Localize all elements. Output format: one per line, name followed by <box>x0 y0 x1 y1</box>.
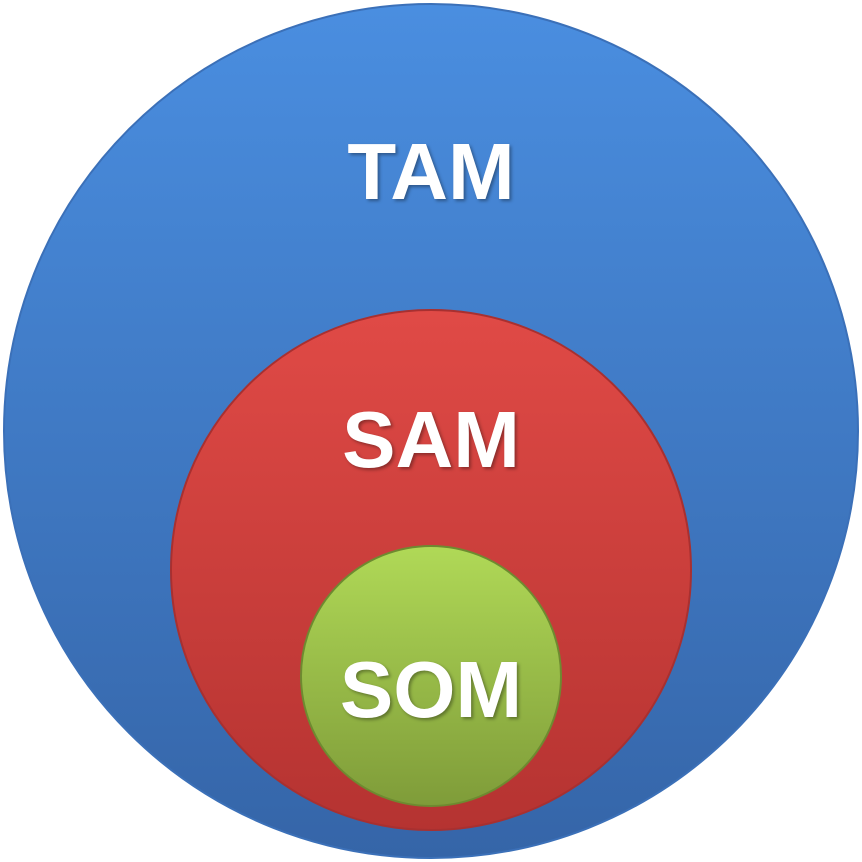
som-circle <box>300 545 562 807</box>
tam-label: TAM <box>347 127 515 216</box>
sam-label: SAM <box>342 395 520 484</box>
som-label: SOM <box>339 645 523 734</box>
